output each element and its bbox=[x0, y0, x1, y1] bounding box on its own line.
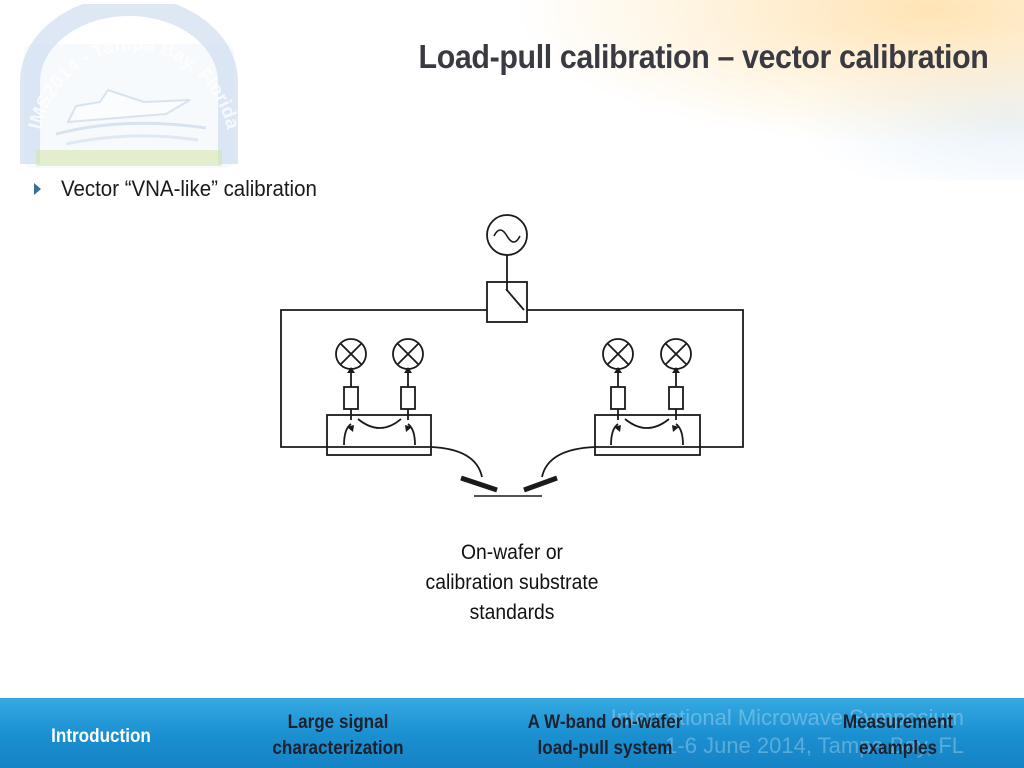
bullet-text: Vector “VNA-like” calibration bbox=[61, 176, 317, 201]
left-probe-icon bbox=[460, 475, 498, 493]
directional-coupler-icon bbox=[326, 414, 432, 456]
mixer-icon bbox=[602, 338, 634, 370]
attenuator-icon bbox=[668, 386, 684, 410]
nav-large-signal-characterization[interactable]: Large signal characterization bbox=[272, 712, 404, 759]
rf-switch-icon bbox=[486, 281, 528, 323]
nav-wband-load-pull-system[interactable]: A W-band on-wafer load-pull system bbox=[527, 712, 683, 759]
footer-bar: International Microwave Symposium 1-6 Ju… bbox=[0, 698, 1024, 768]
directional-coupler-icon bbox=[594, 414, 701, 456]
attenuator-icon bbox=[343, 386, 359, 410]
right-probe-cable bbox=[541, 446, 596, 478]
left-probe-cable bbox=[430, 446, 483, 478]
footer-watermark: International Microwave Symposium 1-6 Ju… bbox=[610, 705, 964, 758]
attenuator-icon bbox=[610, 386, 626, 410]
left-signal-path bbox=[280, 309, 487, 448]
attenuator-icon bbox=[400, 386, 416, 410]
mixer-icon bbox=[660, 338, 692, 370]
bullet-arrow-icon bbox=[34, 183, 41, 195]
nav-measurement-examples[interactable]: Measurement examples bbox=[842, 712, 954, 759]
right-coupler-group bbox=[594, 338, 701, 456]
slide-title: Load-pull calibration – vector calibrati… bbox=[418, 38, 988, 75]
ims2014-logo: IMS2014 - Tampa Bay, Florida bbox=[20, 4, 242, 168]
right-signal-path bbox=[527, 309, 744, 448]
mixer-icon bbox=[392, 338, 424, 370]
signal-source-icon bbox=[486, 214, 528, 282]
bullet-item: Vector “VNA-like” calibration bbox=[34, 176, 336, 202]
diagram-caption: On-wafer or calibration substrate standa… bbox=[425, 541, 599, 624]
boat-logo-icon bbox=[55, 88, 207, 146]
right-probe-icon bbox=[523, 475, 558, 493]
left-coupler-group bbox=[326, 338, 432, 456]
calibration-diagram bbox=[280, 214, 744, 497]
mixer-icon bbox=[335, 338, 367, 370]
nav-introduction[interactable]: Introduction bbox=[51, 726, 151, 747]
